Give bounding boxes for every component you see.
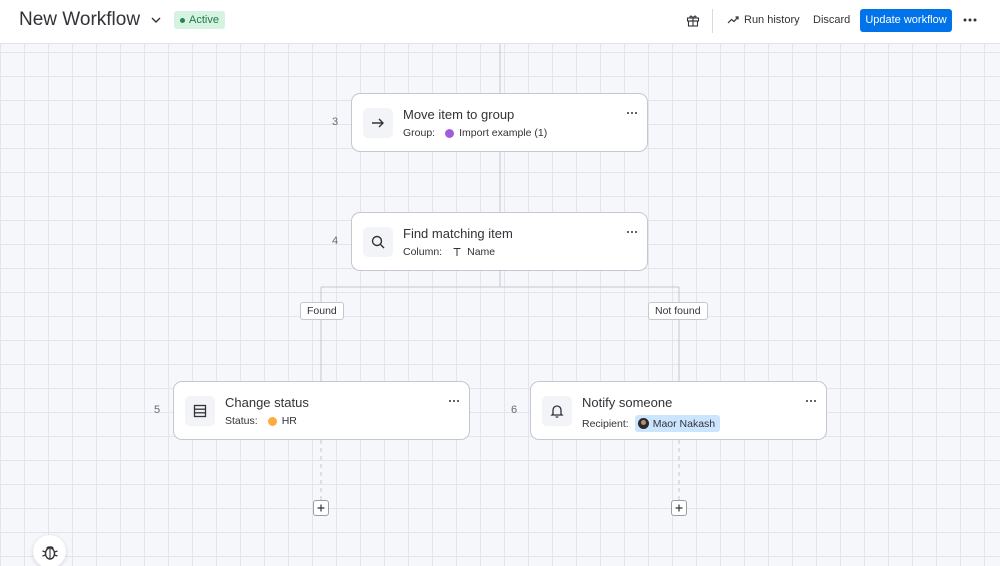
step-title: Move item to group <box>403 107 515 122</box>
bug-icon <box>41 545 58 560</box>
step-card-change-status[interactable]: Change status Status: HR <box>173 381 470 440</box>
more-options-icon[interactable] <box>626 229 638 235</box>
top-bar: New Workflow Active Run history Discard … <box>0 0 1000 44</box>
more-options-icon[interactable] <box>962 14 978 26</box>
meta-value: Name <box>467 246 496 258</box>
step-number: 5 <box>154 404 161 416</box>
step-meta: Status: HR <box>225 415 297 427</box>
step-number: 4 <box>332 235 339 247</box>
add-step-button[interactable] <box>313 500 329 516</box>
discard-button[interactable]: Discard <box>813 14 851 26</box>
step-meta: Column: Name <box>403 246 495 258</box>
workflow-title[interactable]: New Workflow <box>19 9 141 30</box>
step-title: Notify someone <box>582 395 673 410</box>
avatar <box>637 418 649 429</box>
meta-value: HR <box>281 415 297 427</box>
meta-label: Status: <box>225 415 258 427</box>
search-icon <box>363 227 393 257</box>
step-meta: Recipient: Maor Nakash <box>582 415 721 432</box>
branch-label-found: Found <box>300 302 344 320</box>
meta-label: Recipient: <box>582 417 629 430</box>
recipient-name: Maor Nakash <box>652 417 716 430</box>
meta-label: Group: <box>403 127 436 139</box>
step-number: 3 <box>332 116 339 128</box>
plus-icon <box>317 504 325 512</box>
debug-button[interactable] <box>33 535 66 566</box>
status-color-dot <box>267 416 277 426</box>
status-label: Active <box>189 14 219 26</box>
status-dot <box>180 17 185 23</box>
bell-icon <box>542 396 572 426</box>
step-number: 6 <box>511 404 518 416</box>
step-card-find-matching[interactable]: Find matching item Column: Name <box>351 212 648 271</box>
more-options-icon[interactable] <box>448 398 460 404</box>
plus-icon <box>675 504 683 512</box>
text-column-icon <box>453 248 461 256</box>
status-column-icon <box>185 396 215 426</box>
run-history-button[interactable]: Run history <box>727 11 800 29</box>
trend-icon <box>727 16 739 24</box>
more-options-icon[interactable] <box>626 110 638 116</box>
group-color-dot <box>445 128 455 138</box>
meta-value: Import example (1) <box>459 127 548 139</box>
branch-label-not-found: Not found <box>648 302 708 320</box>
gift-icon[interactable] <box>686 13 700 27</box>
update-workflow-button[interactable]: Update workflow <box>860 9 952 32</box>
step-card-notify-someone[interactable]: Notify someone Recipient: Maor Nakash <box>530 381 827 440</box>
more-options-icon[interactable] <box>805 398 817 404</box>
add-step-button[interactable] <box>671 500 687 516</box>
header-divider <box>712 9 713 33</box>
arrow-right-icon <box>363 108 393 138</box>
run-history-label: Run history <box>744 14 800 26</box>
step-meta: Group: Import example (1) <box>403 127 547 139</box>
step-title: Find matching item <box>403 226 513 241</box>
chevron-down-icon[interactable] <box>150 14 162 26</box>
step-title: Change status <box>225 395 309 410</box>
meta-label: Column: <box>403 246 443 258</box>
status-badge: Active <box>174 11 225 29</box>
recipient-chip[interactable]: Maor Nakash <box>634 415 721 432</box>
step-card-move-item[interactable]: Move item to group Group: Import example… <box>351 93 648 152</box>
